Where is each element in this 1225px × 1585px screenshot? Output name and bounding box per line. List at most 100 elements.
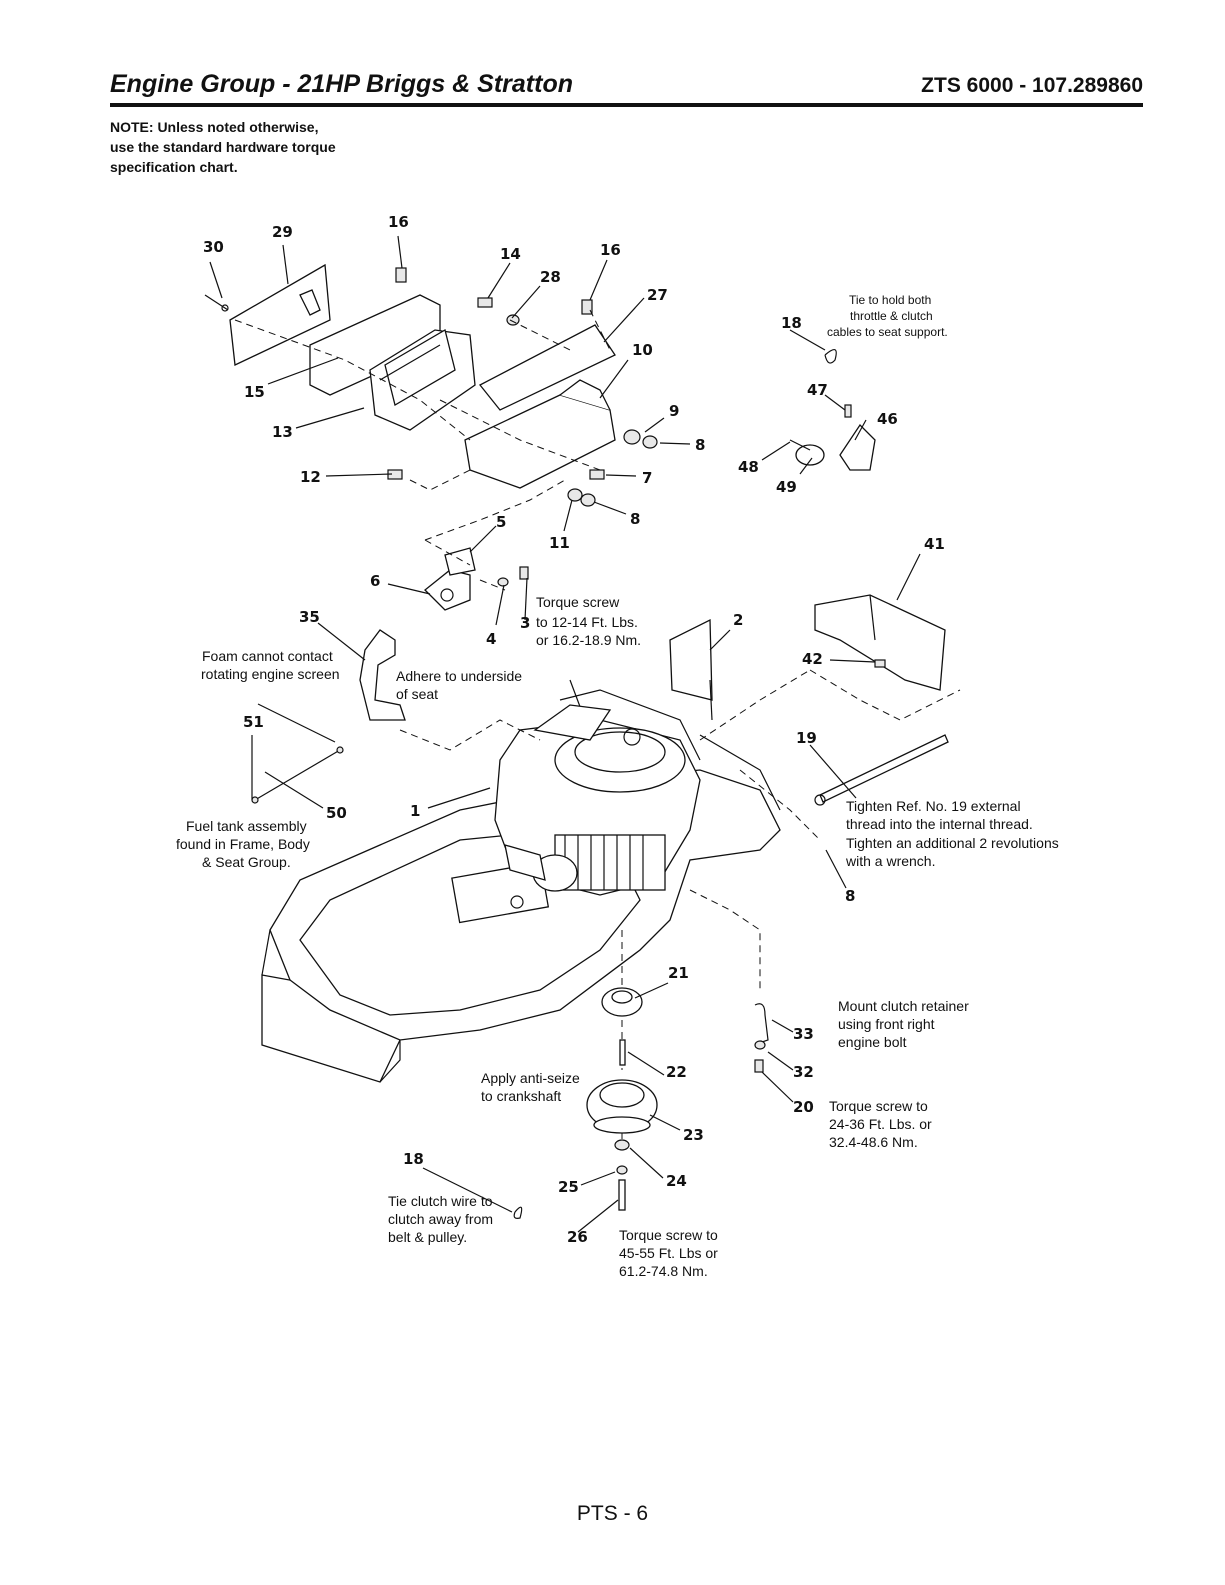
annotation-line: with a wrench. — [845, 853, 935, 869]
callout-29: 29 — [272, 223, 293, 241]
callout-9: 9 — [669, 402, 679, 420]
callout-8: 8 — [630, 510, 640, 528]
annotation-line: Mount clutch retainer — [838, 998, 969, 1014]
annotation-line: engine bolt — [838, 1034, 907, 1050]
note-line-3: specification chart. — [110, 159, 238, 175]
annotation-tie-cables: Tie to hold both throttle & clutch cable… — [827, 293, 948, 339]
header-rule — [110, 103, 1143, 107]
annotation-line: found in Frame, Body — [176, 836, 310, 852]
callout-5: 5 — [496, 513, 506, 531]
model-number: ZTS 6000 - 107.289860 — [921, 74, 1143, 97]
callout-1: 1 — [410, 802, 420, 820]
clutch-retainer — [754, 1003, 769, 1073]
annotation-line: cables to seat support. — [827, 325, 948, 339]
assembly-lines — [234, 309, 961, 1150]
callout-20: 20 — [793, 1098, 814, 1116]
callout-15: 15 — [244, 383, 265, 401]
part-41-cover — [814, 594, 946, 691]
fuel-line-rod — [251, 746, 344, 804]
annotation-line: thread into the internal thread. — [846, 816, 1033, 832]
callout-26: 26 — [567, 1228, 588, 1246]
callout-22: 22 — [666, 1063, 687, 1081]
annotation-line: 32.4-48.6 Nm. — [829, 1134, 918, 1150]
callout-23: 23 — [683, 1126, 704, 1144]
clutch-stack — [513, 987, 658, 1219]
annotation-line: Tie to hold both — [849, 293, 931, 307]
callout-28: 28 — [540, 268, 561, 286]
callout-30: 30 — [203, 238, 224, 256]
callout-51: 51 — [243, 713, 264, 731]
annotation-anti-seize: Apply anti-seize to crankshaft — [481, 1070, 580, 1104]
page-title: Engine Group - 21HP Briggs & Stratton — [110, 70, 573, 98]
torque-note: NOTE: Unless noted otherwise, use the st… — [110, 117, 336, 177]
annotation-tie-clutch: Tie clutch wire to clutch away from belt… — [388, 1193, 493, 1245]
annotation-line: of seat — [396, 686, 438, 702]
callout-7: 7 — [642, 469, 652, 487]
callout-11: 11 — [549, 534, 570, 552]
muffler-bracket — [464, 324, 616, 489]
annotation-line: clutch away from — [388, 1211, 493, 1227]
callout-numbers: 30 29 16 14 16 28 27 10 15 13 9 8 12 7 8… — [203, 213, 945, 1246]
callout-42: 42 — [802, 650, 823, 668]
callout-8: 8 — [845, 887, 855, 905]
annotation-torque-20: Torque screw to 24-36 Ft. Lbs. or 32.4-4… — [829, 1098, 932, 1150]
callout-16: 16 — [388, 213, 409, 231]
throttle-components — [789, 349, 876, 471]
callout-12: 12 — [300, 468, 321, 486]
callout-32: 32 — [793, 1063, 814, 1081]
muffler — [309, 294, 476, 431]
annotation-line: Tighten an additional 2 revolutions — [846, 835, 1059, 851]
annotation-line: 24-36 Ft. Lbs. or — [829, 1116, 932, 1132]
annotation-adhere: Adhere to underside of seat — [396, 668, 522, 702]
annotation-clutch-retainer: Mount clutch retainer using front right … — [838, 998, 969, 1050]
callout-10: 10 — [632, 341, 653, 359]
annotation-line: 45-55 Ft. Lbs or — [619, 1245, 718, 1261]
engine — [494, 704, 701, 896]
rod-19 — [814, 734, 949, 806]
annotation-line: Fuel tank assembly — [186, 818, 307, 834]
page-number: PTS - 6 — [576, 1502, 649, 1525]
callout-24: 24 — [666, 1172, 687, 1190]
callout-19: 19 — [796, 729, 817, 747]
annotation-line: Torque screw to — [829, 1098, 928, 1114]
annotation-line: Adhere to underside — [396, 668, 522, 684]
annotation-line: belt & pulley. — [388, 1229, 467, 1245]
annotation-foam: Foam cannot contact rotating engine scre… — [201, 648, 340, 682]
annotation-line: Tie clutch wire to — [388, 1193, 493, 1209]
callout-48: 48 — [738, 458, 759, 476]
callout-18: 18 — [781, 314, 802, 332]
leader-lines — [209, 235, 921, 1233]
callout-14: 14 — [500, 245, 521, 263]
annotation-line: to 12-14 Ft. Lbs. — [536, 614, 638, 630]
callout-47: 47 — [807, 381, 828, 399]
hardware — [387, 267, 658, 611]
callout-35: 35 — [299, 608, 320, 626]
annotation-line: Tighten Ref. No. 19 external — [846, 798, 1021, 814]
callout-18: 18 — [403, 1150, 424, 1168]
part-2-shield — [669, 618, 713, 721]
callout-25: 25 — [558, 1178, 579, 1196]
annotation-fuel-tank: Fuel tank assembly found in Frame, Body … — [176, 818, 310, 870]
annotation-tighten-19: Tighten Ref. No. 19 external thread into… — [845, 798, 1059, 869]
callout-49: 49 — [776, 478, 797, 496]
annotation-line: rotating engine screen — [201, 666, 340, 682]
callout-16: 16 — [600, 241, 621, 259]
annotation-line: to crankshaft — [481, 1088, 561, 1104]
annotation-torque-3: Torque screw to 12-14 Ft. Lbs. or 16.2-1… — [536, 594, 641, 648]
annotation-line: Torque screw — [536, 594, 620, 610]
callout-33: 33 — [793, 1025, 814, 1043]
callout-46: 46 — [877, 410, 898, 428]
callout-4: 4 — [486, 630, 496, 648]
callout-41: 41 — [924, 535, 945, 553]
annotation-line: using front right — [838, 1016, 935, 1032]
annotation-line: Torque screw to — [619, 1227, 718, 1243]
annotation-line: & Seat Group. — [202, 854, 291, 870]
annotation-line: throttle & clutch — [850, 309, 933, 323]
annotation-torque-26: Torque screw to 45-55 Ft. Lbs or 61.2-74… — [619, 1227, 718, 1279]
callout-27: 27 — [647, 286, 668, 304]
callout-13: 13 — [272, 423, 293, 441]
note-line-2: use the standard hardware torque — [110, 139, 336, 155]
callout-3: 3 — [520, 614, 530, 632]
heat-shield — [204, 263, 331, 366]
